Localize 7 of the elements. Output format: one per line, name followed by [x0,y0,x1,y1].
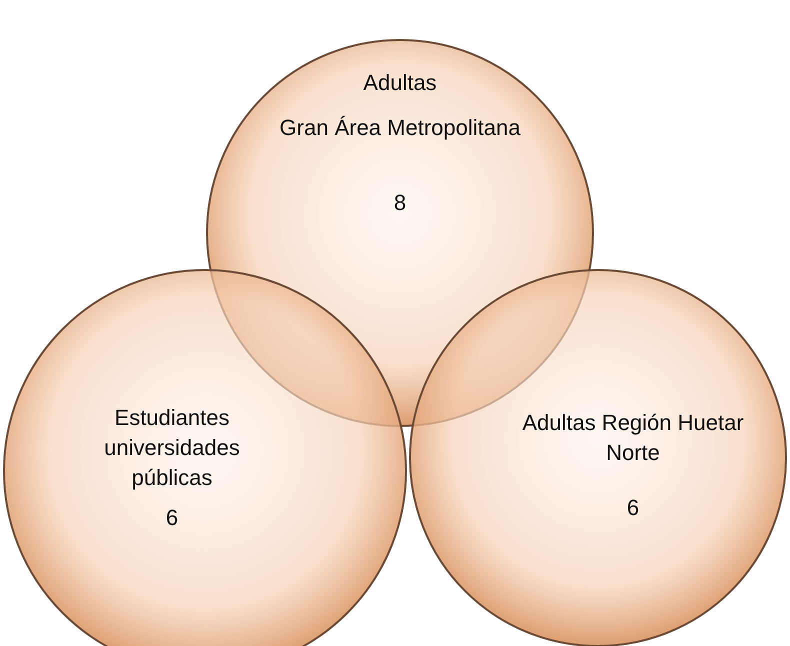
group-label: Adultas Región Huetar Norte [521,409,745,467]
group-label: Gran Área Metropolitana [278,114,522,142]
count-label: 6 [164,504,180,532]
group-label: Adultas [362,69,438,97]
group-label: Estudiantes universidades públicas [103,404,241,492]
count-label: 6 [626,494,640,522]
count-label: 8 [392,189,408,217]
